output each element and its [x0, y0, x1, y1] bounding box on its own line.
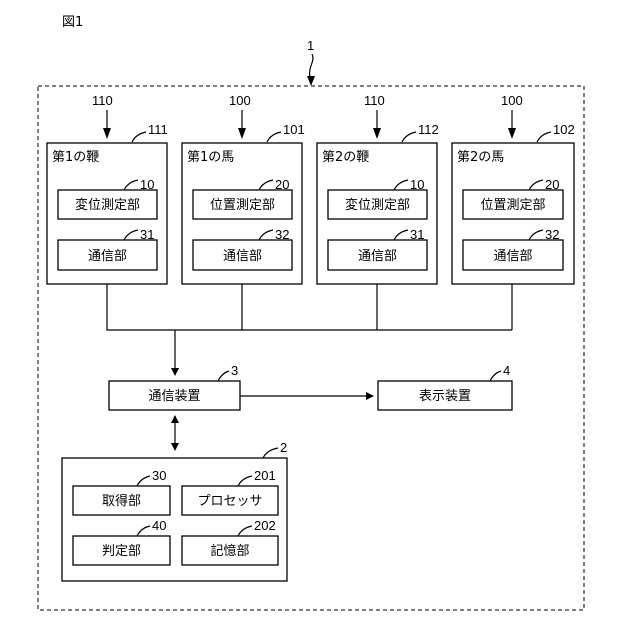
- unit-horse-1: 100 101 第1の馬 位置測定部 20 通信部 32: [182, 93, 305, 284]
- unit-ref: 111: [148, 122, 168, 137]
- sensor-ref: 10: [140, 177, 154, 192]
- system-leader-arrowhead: [307, 76, 315, 86]
- comm-ref: 31: [410, 227, 424, 242]
- comm-label: 通信部: [88, 249, 127, 264]
- storage-ref: 202: [254, 518, 276, 533]
- storage-label: 記憶部: [210, 543, 249, 559]
- judge-label: 判定部: [102, 544, 141, 559]
- comm-device-ref: 3: [231, 363, 238, 378]
- sensor-ref: 10: [410, 177, 424, 192]
- sensor-ref: 20: [545, 177, 559, 192]
- comm-label: 通信部: [223, 249, 262, 264]
- unit-name: 第1の馬: [187, 150, 234, 165]
- sensor-ref: 20: [275, 177, 289, 192]
- comm-label: 通信部: [358, 249, 397, 264]
- comm-label: 通信部: [493, 249, 532, 264]
- figure-label: 図1: [62, 15, 83, 30]
- acquire-ref: 30: [152, 468, 166, 483]
- group-ref: 100: [501, 93, 523, 108]
- comm-ref: 31: [140, 227, 154, 242]
- group-ref: 100: [229, 93, 251, 108]
- unit-ref: 102: [553, 122, 575, 137]
- acquire-label: 取得部: [102, 493, 141, 509]
- sensor-label: 変位測定部: [345, 197, 410, 213]
- unit-ref: 101: [283, 122, 305, 137]
- group-ref: 110: [92, 93, 113, 108]
- unit-name: 第1の鞭: [52, 150, 99, 165]
- server-ref: 2: [280, 440, 287, 455]
- unit-name: 第2の鞭: [322, 150, 369, 165]
- judge-ref: 40: [152, 518, 166, 533]
- bus-connector: [107, 284, 512, 375]
- system-ref: 1: [307, 38, 314, 53]
- unit-name: 第2の馬: [457, 150, 504, 165]
- processor-label: プロセッサ: [197, 494, 262, 509]
- unit-whip-2: 110 112 第2の鞭 変位測定部 10 通信部 31: [317, 93, 439, 284]
- unit-horse-2: 100 102 第2の馬 位置測定部 20 通信部 32: [452, 93, 575, 284]
- sensor-label: 変位測定部: [75, 197, 140, 213]
- group-ref: 110: [364, 93, 385, 108]
- comm-ref: 32: [275, 227, 289, 242]
- display-device-ref: 4: [503, 363, 510, 378]
- comm-ref: 32: [545, 227, 559, 242]
- sensor-label: 位置測定部: [210, 198, 275, 213]
- comm-device-label: 通信装置: [148, 389, 200, 404]
- sensor-label: 位置測定部: [480, 198, 545, 213]
- unit-ref: 112: [418, 122, 439, 137]
- display-device-label: 表示装置: [419, 389, 471, 404]
- processor-ref: 201: [254, 468, 276, 483]
- unit-whip-1: 110 111 第1の鞭 変位測定部 10 通信部 31: [47, 93, 168, 284]
